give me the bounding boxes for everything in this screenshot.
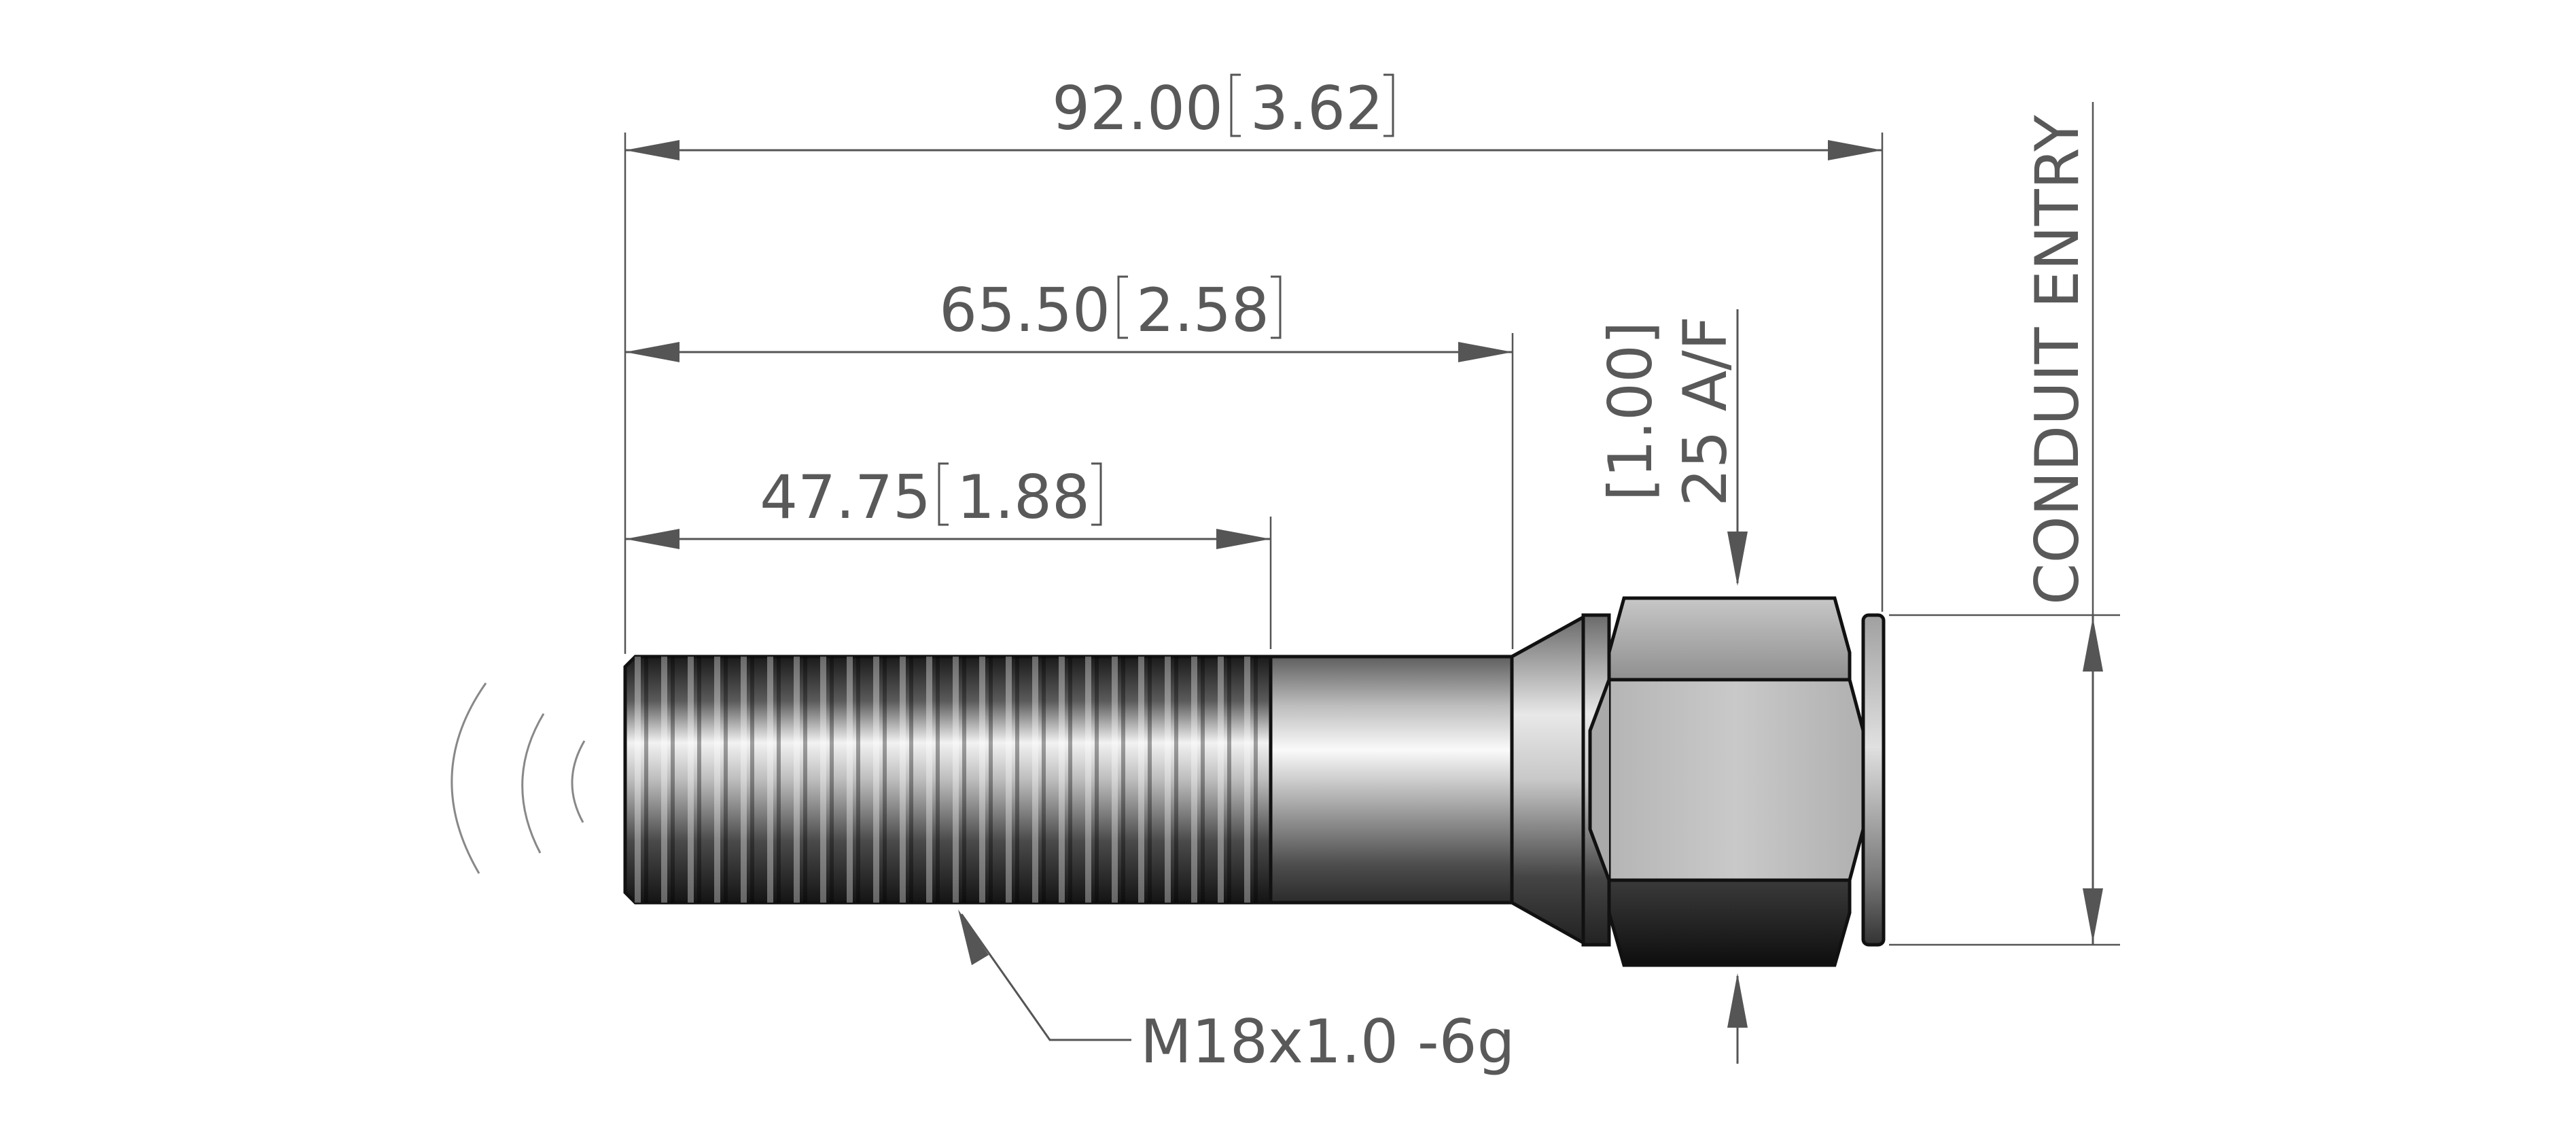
- thread-callout: M18x1.0 -6g: [958, 909, 1515, 1077]
- to-hex-metric: 65.50: [939, 275, 1110, 345]
- dimension-to-hex: 65.50 2.58: [625, 275, 1513, 362]
- thread-length-metric: 47.75: [760, 462, 931, 532]
- to-hex-imperial: 2.58: [1136, 275, 1269, 345]
- fitting-body: [623, 596, 1886, 967]
- dimension-overall: 92.00 3.62: [625, 73, 1882, 160]
- extension-lines: [624, 133, 2120, 946]
- hex-size-metric: 25 A/F: [1670, 316, 1740, 506]
- overall-metric: 92.00: [1052, 73, 1223, 143]
- overall-imperial: 3.62: [1250, 73, 1383, 143]
- shank-section: [1269, 655, 1514, 905]
- sensing-arcs-icon: [451, 682, 586, 874]
- threaded-section: [623, 655, 1273, 905]
- dimension-hex-size: 25 A/F [1.00]: [1595, 309, 1748, 1064]
- dimension-thread-length: 47.75 1.88: [625, 462, 1271, 549]
- hex-size-imperial: [1.00]: [1595, 321, 1665, 502]
- thread-length-imperial: 1.88: [957, 462, 1090, 532]
- hex-nut: [1588, 596, 1865, 967]
- thread-callout-label: M18x1.0 -6g: [1140, 1007, 1515, 1077]
- cone-section: [1510, 614, 1585, 946]
- dimension-conduit-entry: CONDUIT ENTRY: [2022, 102, 2103, 945]
- conduit-entry-label: CONDUIT ENTRY: [2022, 115, 2092, 605]
- end-cap: [1861, 613, 1886, 947]
